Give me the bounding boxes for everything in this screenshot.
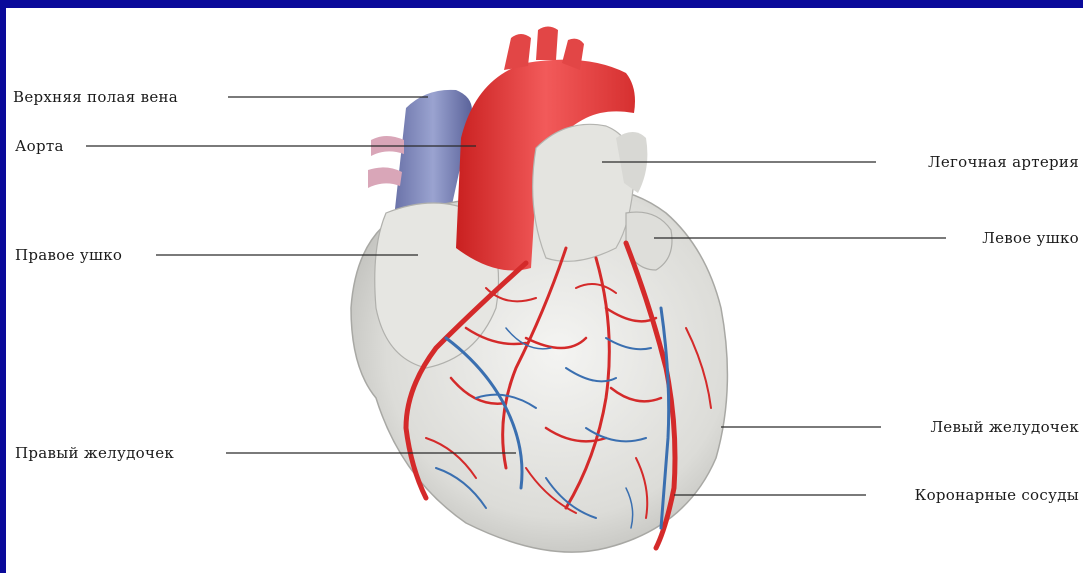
label-left-auricle: Левое ушко [982, 229, 1079, 247]
label-aorta: Аорта [15, 137, 64, 155]
label-right-ventricle: Правый желудочек [15, 444, 174, 462]
label-pulmonary-artery: Легочная артерия [928, 153, 1079, 171]
label-superior-vena-cava: Верхняя полая вена [13, 88, 178, 106]
diagram-frame: Верхняя полая вена Аорта Правое ушко Пра… [6, 8, 1083, 573]
label-coronary-vessels: Коронарные сосуды [915, 486, 1079, 504]
pulmonary-vein-stubs [368, 136, 404, 188]
label-left-ventricle: Левый желудочек [930, 418, 1079, 436]
label-right-auricle: Правое ушко [15, 246, 122, 264]
